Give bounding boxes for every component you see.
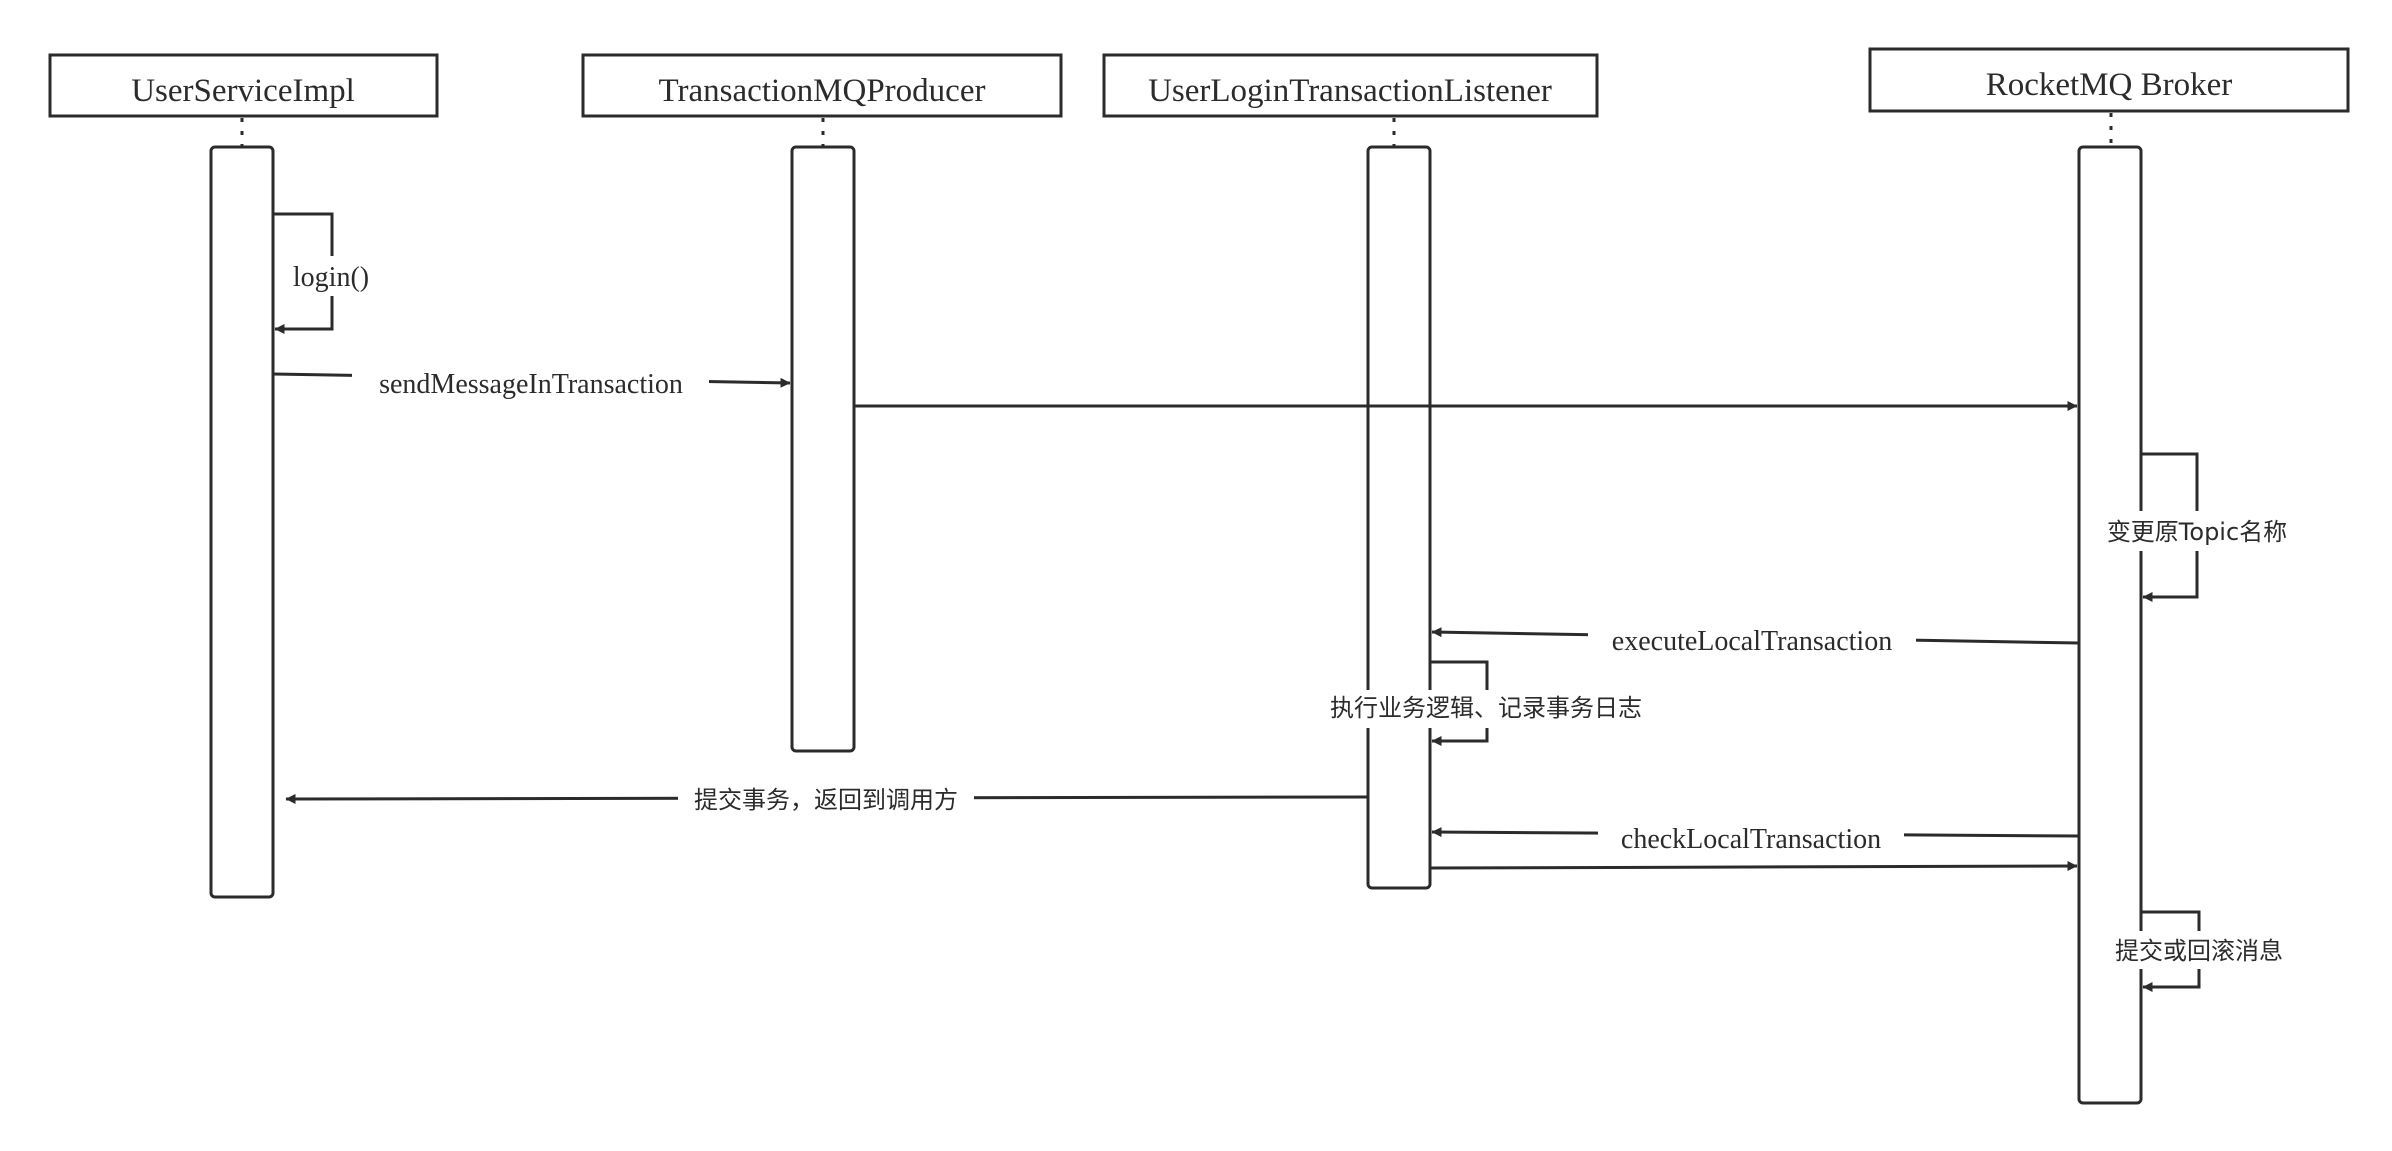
message-label: executeLocalTransaction — [1612, 626, 1892, 657]
message-execute-business-logic: 执行业务逻辑、记录事务日志 — [1316, 660, 1656, 746]
message-label: 执行业务逻辑、记录事务日志 — [1330, 694, 1642, 722]
message-commit-or-rollback: 提交或回滚消息 — [2099, 910, 2299, 992]
participant-user-login-transaction-listener: UserLoginTransactionListener — [1102, 53, 1599, 118]
message-change-topic-name: 变更原Topic名称 — [2092, 452, 2302, 602]
message-check-local-transaction: checkLocalTransaction — [1431, 818, 2080, 856]
participant-transaction-mq-producer: TransactionMQProducer — [581, 53, 1063, 118]
message-send-message-in-transaction: sendMessageInTransaction — [272, 363, 791, 401]
participant-label: UserServiceImpl — [131, 73, 355, 109]
message-login: login() — [273, 212, 381, 334]
participant-label: RocketMQ Broker — [1986, 67, 2233, 103]
message-commit-and-return: 提交事务，返回到调用方 — [285, 781, 1369, 819]
message-label: sendMessageInTransaction — [379, 369, 683, 400]
message-label: 提交或回滚消息 — [2115, 937, 2283, 965]
message-execute-local-transaction: executeLocalTransaction — [1431, 620, 2080, 658]
activation-user-login-transaction-listener — [1366, 145, 1432, 890]
message-label: 变更原Topic名称 — [2107, 518, 2287, 546]
activation-transaction-mq-producer — [790, 145, 856, 753]
message-label: checkLocalTransaction — [1621, 824, 1881, 855]
message-label: login() — [293, 262, 369, 293]
message-label: 提交事务，返回到调用方 — [694, 786, 958, 814]
participant-user-service-impl: UserServiceImpl — [48, 53, 439, 118]
participant-label: TransactionMQProducer — [659, 73, 986, 109]
activation-rocketmq-broker — [2077, 145, 2143, 1105]
activation-user-service-impl — [209, 145, 275, 899]
participant-rocketmq-broker: RocketMQ Broker — [1868, 47, 2350, 113]
participant-label: UserLoginTransactionListener — [1148, 73, 1552, 109]
message-listener-reply-to-broker — [1429, 861, 2078, 872]
